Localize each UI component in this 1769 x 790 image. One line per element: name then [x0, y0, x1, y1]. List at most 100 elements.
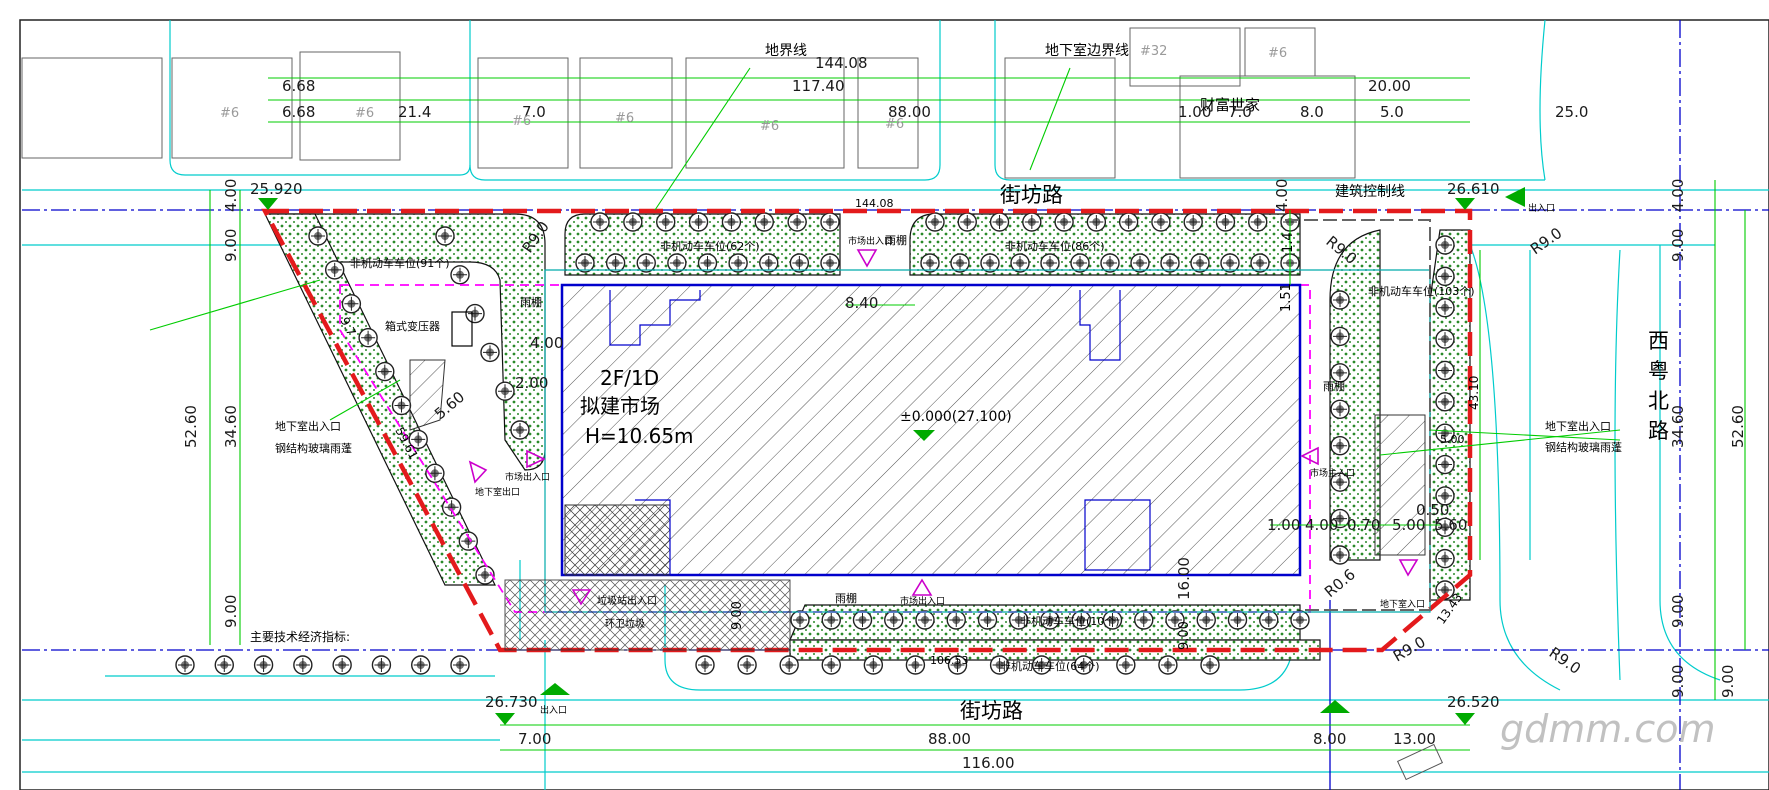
tree-icon	[375, 361, 395, 382]
dim-left-a: 4.00	[222, 179, 240, 212]
entry-south: 市场出入口	[900, 595, 945, 607]
waste-station-label: 环卫垃圾	[605, 617, 645, 630]
tree-icon	[957, 212, 977, 232]
dim-top-r2: 7.0	[1228, 103, 1252, 121]
tree-icon	[332, 655, 352, 675]
dim-r-sm: R0.6	[1321, 565, 1359, 601]
dim-left-c: 34.60	[222, 405, 240, 448]
tree-icon	[790, 610, 810, 630]
setback-line-callout: 建筑控制线	[1335, 184, 1405, 200]
dim-r-ne2: R9.0	[1527, 224, 1565, 258]
tree-icon	[450, 655, 470, 675]
tree-icon	[1330, 290, 1350, 310]
bldg-n4: #6	[615, 111, 634, 126]
top-dims: 144.08 117.40 88.00 20.00 1.00 7.0 8.0 5…	[220, 44, 1588, 134]
tree-icon	[754, 212, 774, 232]
dim-bot-total: 116.00	[962, 754, 1015, 772]
canopy-glass-east: 钢结构玻璃雨蓬	[1545, 440, 1622, 454]
dim-w-a: 4.00	[530, 334, 563, 352]
dim-top-mid: 117.40	[792, 77, 845, 95]
tree-icon	[1330, 399, 1350, 419]
tree-icon	[510, 420, 530, 440]
tree-icon	[821, 655, 841, 675]
entry-markers	[468, 249, 1419, 606]
dim-right-far: 9.00	[1719, 665, 1737, 698]
dim-w-b: 2.00	[515, 374, 548, 392]
tree-icon	[820, 212, 840, 232]
dim-e-a: 1.00	[1267, 516, 1300, 534]
basement-east-label: 地下室出入口	[1545, 419, 1611, 433]
tree-icon	[175, 655, 195, 675]
tree-icon	[1330, 326, 1350, 347]
tree-icon	[480, 342, 500, 363]
bldg-n6: #6	[885, 117, 904, 132]
site-boundary	[261, 208, 1473, 653]
tree-icon	[1118, 212, 1139, 232]
parking-south-inner: 非机动车车位(10个)	[1020, 614, 1120, 628]
parking-labels: 非机动车车位(62个) 非机动车车位(86个) 非机动车车位(91个) 非机动车…	[350, 239, 1475, 673]
tree-icon	[575, 253, 595, 273]
parking-north-left: 非机动车车位(62个)	[660, 239, 760, 253]
road-east-label-1: 西	[1648, 329, 1669, 353]
parking-south-outer: 非机动车车位(64个)	[1000, 659, 1100, 673]
building-height: H=10.65m	[585, 424, 694, 448]
road-east-label-3: 北	[1648, 389, 1669, 413]
elev-nw: 25.920	[250, 180, 303, 198]
basement-edge	[1285, 219, 1431, 611]
setback-line	[339, 284, 1311, 613]
tree-icon	[789, 253, 810, 273]
watermark: gdmm.com	[1500, 707, 1716, 751]
boundary-dims: 144.08 106.53 8.40	[845, 197, 969, 667]
tree-icon	[821, 610, 841, 630]
tree-icon	[1070, 253, 1090, 273]
tree-icon	[688, 212, 709, 232]
tree-icon	[1227, 610, 1248, 630]
tree-icon	[1215, 212, 1236, 232]
tree-icon	[1054, 212, 1074, 232]
elevation-markers	[258, 198, 1475, 725]
tree-icon	[1040, 253, 1060, 273]
tree-icon	[946, 610, 966, 630]
dim-boundary-n: 144.08	[855, 197, 894, 210]
neighbor-name: 财富世家	[1200, 96, 1260, 114]
indicators-label: 主要技术经济指标:	[250, 629, 350, 644]
entry-north: 市场出入口	[848, 235, 893, 247]
tree-icon	[1010, 253, 1030, 273]
gate-northeast: 出入口	[1528, 202, 1555, 214]
dim-top-l1: 6.68	[282, 77, 315, 95]
bldg-n3: #6	[512, 114, 531, 129]
dimension-lines	[149, 67, 1746, 751]
tree-icon	[450, 265, 470, 285]
basement-line	[544, 269, 1431, 613]
loading-area	[564, 504, 671, 576]
dim-e-h: 43.10	[1467, 376, 1481, 410]
tree-icon	[695, 655, 715, 675]
dim-top-l3: 21.4	[398, 103, 431, 121]
bldg-n5: #6	[760, 119, 779, 134]
tree-icon	[759, 253, 779, 273]
tree-icon	[1086, 212, 1107, 232]
vertical-dims: 4.00 9.00 34.60 9.00 52.60 4.00 9.00 34.…	[182, 179, 1747, 698]
road-east-label-2: 粤	[1648, 359, 1669, 383]
basement-line-callout: 地下室边界线	[1045, 42, 1129, 59]
canopy-glass-west: 钢结构玻璃雨蓬	[275, 441, 352, 455]
dim-n-setback2: 1.4	[1281, 232, 1296, 253]
parking-west: 非机动车车位(91个)	[350, 256, 450, 270]
dim-right-a: 4.00	[1669, 179, 1687, 212]
building-info: 2F/1D 拟建市场 H=10.65m ±0.000(27.100)	[580, 366, 1012, 448]
tree-icon	[697, 253, 718, 273]
tree-icon	[636, 253, 656, 273]
dim-right-e: 9.00	[1669, 665, 1687, 698]
bottom-dims: 7.00 88.00 8.00 13.00 116.00	[518, 730, 1436, 772]
tree-icon	[1134, 610, 1154, 630]
dim-right-c: 34.60	[1669, 405, 1687, 448]
dim-canopy-w: 8.40	[845, 294, 878, 312]
tree-icon	[358, 328, 378, 348]
parking-east: 非机动车车位(103个)	[1368, 284, 1475, 298]
dim-r-se2: R9.0	[1546, 644, 1584, 678]
tree-icon	[820, 253, 840, 273]
dim-e-f: 0.50	[1416, 501, 1449, 519]
road-north-label: 街坊路	[1000, 183, 1063, 207]
road-south-label: 街坊路	[960, 699, 1023, 723]
tree-icon	[915, 610, 935, 630]
